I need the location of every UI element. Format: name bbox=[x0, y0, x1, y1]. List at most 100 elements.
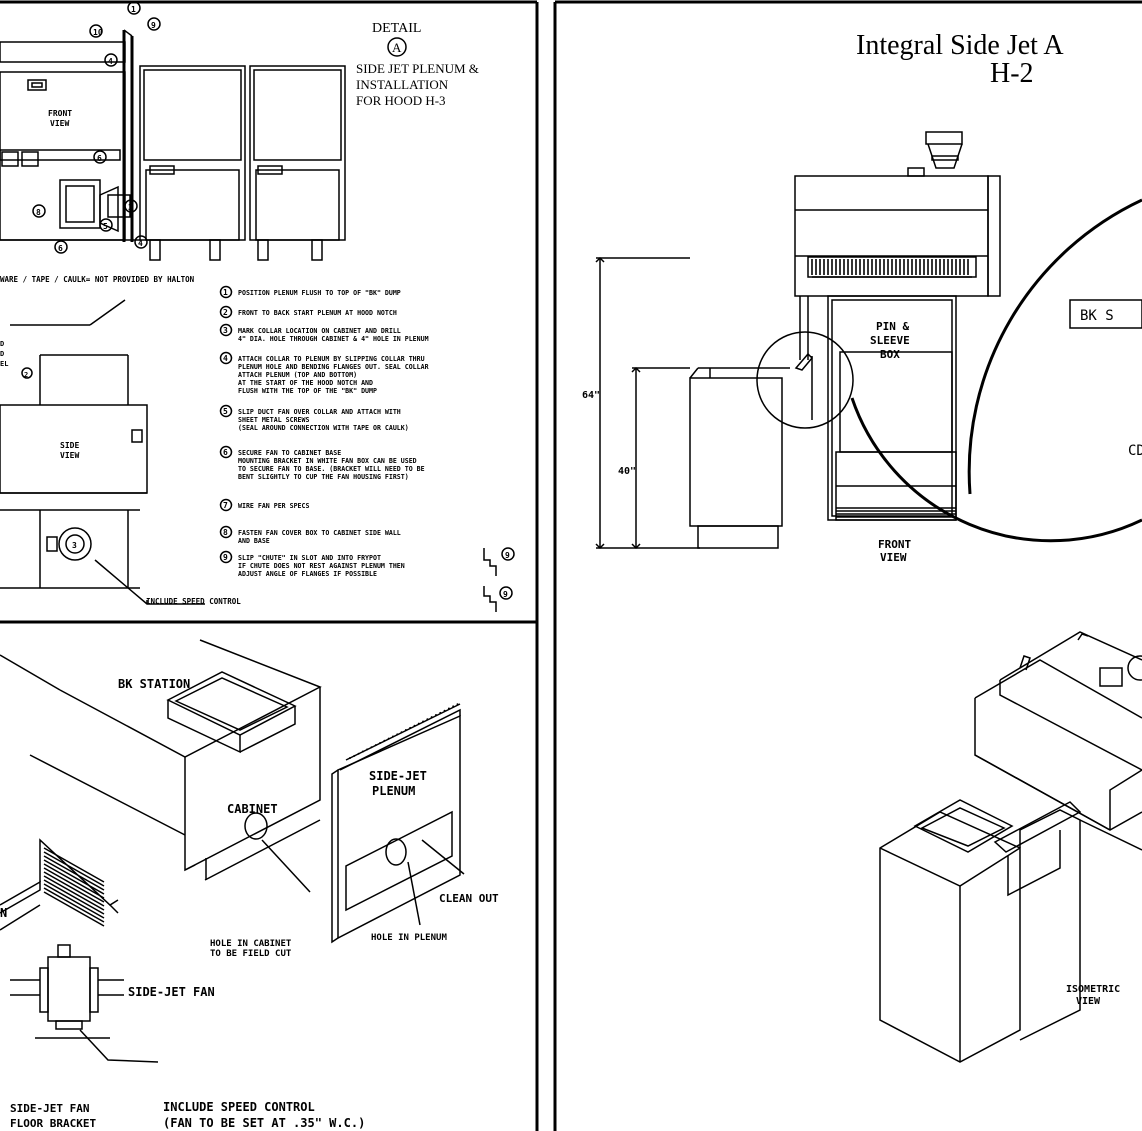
step-text: IF CHUTE DOES NOT REST AGAINST PLENUM TH… bbox=[238, 562, 405, 570]
chute-callouts: 9 9 bbox=[483, 547, 515, 612]
plenum-dot bbox=[413, 724, 416, 727]
step-text: MARK COLLAR LOCATION ON CABINET AND DRIL… bbox=[238, 327, 401, 335]
svg-text:9: 9 bbox=[503, 590, 508, 599]
detail-caption: SIDE JET PLENUM & INSTALLATION FOR HOOD … bbox=[356, 61, 482, 108]
dimension-64: 64" bbox=[582, 390, 600, 401]
detail-label: DETAIL bbox=[372, 21, 421, 36]
step-number: 9 bbox=[223, 553, 228, 562]
svg-text:4: 4 bbox=[108, 57, 113, 66]
plenum-perforations bbox=[349, 703, 459, 759]
plenum-dot bbox=[392, 735, 394, 738]
step-text: ATTACH COLLAR TO PLENUM BY SLIPPING COLL… bbox=[238, 355, 425, 363]
bk-station-label: BK STATION bbox=[118, 677, 190, 691]
pin-sleeve-box-label: PIN & SLEEVE BOX bbox=[870, 320, 916, 361]
left-edge-note: D D EL bbox=[0, 340, 8, 368]
step-text: FRONT TO BACK START PLENUM AT HOOD NOTCH bbox=[238, 309, 397, 317]
step-text: POSITION PLENUM FLUSH TO TOP OF "BK" DUM… bbox=[238, 289, 401, 297]
side-view-drawing: 3 2 bbox=[0, 299, 205, 605]
bk-station-iso bbox=[0, 639, 322, 893]
side-jet-plenum-label: SIDE-JET PLENUM bbox=[369, 769, 434, 798]
plenum-dot bbox=[353, 754, 356, 757]
grill-slat bbox=[43, 891, 105, 927]
step-item: 2 FRONT TO BACK START PLENUM AT HOOD NOTC… bbox=[219, 305, 397, 319]
step-text: (SEAL AROUND CONNECTION WITH TAPE OR CAU… bbox=[238, 424, 409, 432]
cabinet-label: CABINET bbox=[227, 802, 278, 816]
fryer-units bbox=[139, 65, 346, 261]
plenum-dot bbox=[404, 729, 407, 732]
step-number: 4 bbox=[223, 354, 228, 363]
svg-text:3: 3 bbox=[128, 203, 133, 212]
svg-text:9: 9 bbox=[151, 21, 156, 30]
right-isometric bbox=[879, 631, 1142, 1063]
grill-slat bbox=[43, 887, 105, 923]
plenum-dot bbox=[447, 707, 450, 710]
front-view-label-right: FRONT VIEW bbox=[878, 538, 918, 564]
right-labels: PIN & SLEEVE BOX 64" 40" FRONT VIEW BK S… bbox=[582, 308, 1142, 1007]
plenum-dot bbox=[357, 752, 360, 755]
grill-slat bbox=[43, 867, 105, 903]
fragment-n: N bbox=[0, 906, 7, 920]
grill-slat bbox=[43, 879, 105, 915]
plenum-dot bbox=[387, 737, 390, 740]
step-text: MOUNTING BRACKET IN WHITE FAN BOX CAN BE… bbox=[238, 457, 417, 465]
hood-front-view bbox=[689, 131, 1001, 549]
dimension-lines bbox=[595, 256, 700, 550]
svg-text:9: 9 bbox=[505, 551, 510, 560]
step-text: BENT SLIGHTLY TO CUP THE FAN HOUSING FIR… bbox=[238, 473, 409, 481]
speed-control-note: INCLUDE SPEED CONTROL bbox=[146, 597, 241, 606]
plenum-dot bbox=[422, 720, 425, 723]
plenum-dot bbox=[383, 739, 386, 742]
plenum-dot bbox=[349, 757, 351, 759]
svg-text:1: 1 bbox=[131, 5, 136, 14]
grill-slat bbox=[43, 859, 105, 895]
floor-bracket-label: SIDE-JET FAN FLOOR BRACKET bbox=[10, 1102, 96, 1130]
step-item: 7 WIRE FAN PER SPECS bbox=[219, 498, 309, 512]
plenum-dot bbox=[452, 705, 455, 708]
step-text: FLUSH WITH THE TOP OF THE "BK" DUMP bbox=[238, 387, 377, 395]
step-number: 7 bbox=[223, 501, 228, 510]
plenum-dot bbox=[379, 741, 382, 744]
step-text: ATTACH PLENUM (TOP AND BOTTOM) bbox=[238, 371, 357, 379]
step-text: SLIP DUCT FAN OVER COLLAR AND ATTACH WIT… bbox=[238, 408, 401, 416]
plenum-dot bbox=[430, 716, 433, 719]
hardware-note: WARE / TAPE / CAULK= NOT PROVIDED BY HAL… bbox=[0, 275, 195, 284]
svg-text:5: 5 bbox=[103, 222, 108, 231]
grill-slat bbox=[43, 855, 105, 891]
plenum-dot bbox=[400, 731, 403, 734]
sheet-title: Integral Side Jet A H-2 bbox=[856, 30, 1069, 89]
dimension-40: 40" bbox=[618, 466, 636, 477]
isometric-view-label: ISOMETRIC VIEW bbox=[1066, 984, 1126, 1007]
hole-in-plenum-label: HOLE IN PLENUM bbox=[371, 933, 447, 943]
step-number: 2 bbox=[223, 308, 228, 317]
grill-slat bbox=[43, 875, 105, 911]
svg-text:6: 6 bbox=[58, 244, 63, 253]
cd-fragment: CD bbox=[1128, 443, 1142, 459]
step-text: AT THE START OF THE HOOD NOTCH AND bbox=[238, 379, 373, 387]
plenum-dot bbox=[396, 733, 399, 736]
plenum-dot bbox=[370, 746, 373, 749]
plenum-dot bbox=[439, 711, 442, 714]
front-view-callouts: 10 1 9 4 6 8 3 5 6 4 bbox=[32, 1, 161, 254]
step-number: 5 bbox=[223, 407, 228, 416]
front-view-label: FRONT VIEW bbox=[48, 109, 77, 128]
clean-out-label: CLEAN OUT bbox=[439, 892, 499, 905]
svg-text:3: 3 bbox=[72, 541, 77, 550]
side-jet-fan-iso bbox=[0, 838, 159, 1063]
front-view-drawing bbox=[0, 29, 140, 242]
speed-control-label: INCLUDE SPEED CONTROL (FAN TO BE SET AT … bbox=[163, 1100, 365, 1130]
step-text: WIRE FAN PER SPECS bbox=[238, 502, 309, 510]
grill-slat bbox=[43, 883, 105, 919]
plenum-dot bbox=[417, 722, 420, 725]
svg-text:8: 8 bbox=[36, 208, 41, 217]
svg-text:4: 4 bbox=[138, 239, 143, 248]
plenum-dot bbox=[361, 750, 364, 753]
step-text: SECURE FAN TO CABINET BASE bbox=[238, 449, 341, 457]
step-text: SHEET METAL SCREWS bbox=[238, 416, 309, 424]
grill-slat bbox=[43, 847, 105, 883]
